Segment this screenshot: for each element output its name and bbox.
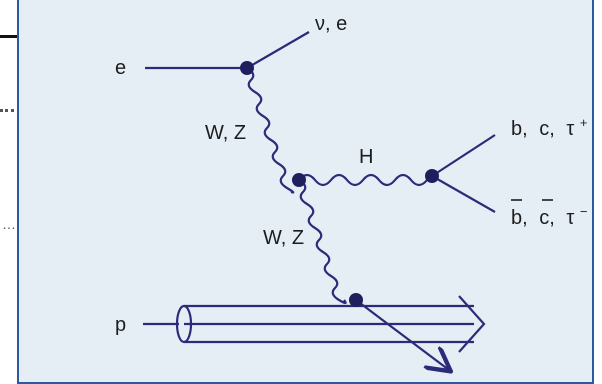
label-boson-upper: W, Z — [205, 122, 246, 144]
label-decay-upper-tau: τ — [566, 118, 574, 140]
label-proton: p — [115, 314, 126, 336]
feynman-diagram-panel: e ν, e W, Z H W, Z b, c, τ + b, c, τ − — [17, 0, 594, 384]
label-decay-lower-b: b, — [511, 207, 528, 229]
vertex-electron — [240, 61, 254, 75]
label-decay-upper-b: b, — [511, 118, 528, 140]
label-higgs: H — [359, 146, 373, 168]
boson-upper-wavy-line — [246, 67, 295, 194]
page-ellipsis: … — [2, 216, 16, 232]
svg-text:b, c, τ: b, c, τ − — [511, 204, 587, 229]
label-decay-upper: b, c, τ + — [511, 115, 587, 140]
label-lepton-out: ν, e — [315, 13, 347, 35]
vertex-higgs-decay — [425, 169, 439, 183]
label-decay-lower: b, c, τ − — [511, 199, 587, 229]
label-decay-lower-tau: τ — [566, 207, 574, 229]
decay-upper-line — [431, 134, 496, 177]
lepton-outgoing-line — [246, 31, 310, 69]
label-decay-lower-charge: − — [580, 204, 588, 219]
page-dotted-fragment — [0, 109, 20, 116]
decay-lower-line — [431, 175, 496, 213]
boson-lower-wavy-line — [298, 179, 347, 305]
vertex-proton — [349, 293, 363, 307]
feynman-diagram: e ν, e W, Z H W, Z b, c, τ + b, c, τ − — [115, 13, 587, 384]
vertex-boson-fusion — [292, 173, 306, 187]
label-decay-upper-c: c, — [539, 118, 555, 140]
label-decay-upper-charge: + — [580, 115, 588, 130]
proton-cylinder — [175, 295, 486, 353]
label-electron-in: e — [115, 57, 126, 79]
scattered-quark-line — [355, 299, 449, 370]
higgs-wavy-line — [298, 172, 434, 187]
page-rule-line — [0, 35, 20, 38]
label-boson-lower: W, Z — [263, 227, 304, 249]
label-decay-lower-c: c, — [539, 207, 555, 229]
